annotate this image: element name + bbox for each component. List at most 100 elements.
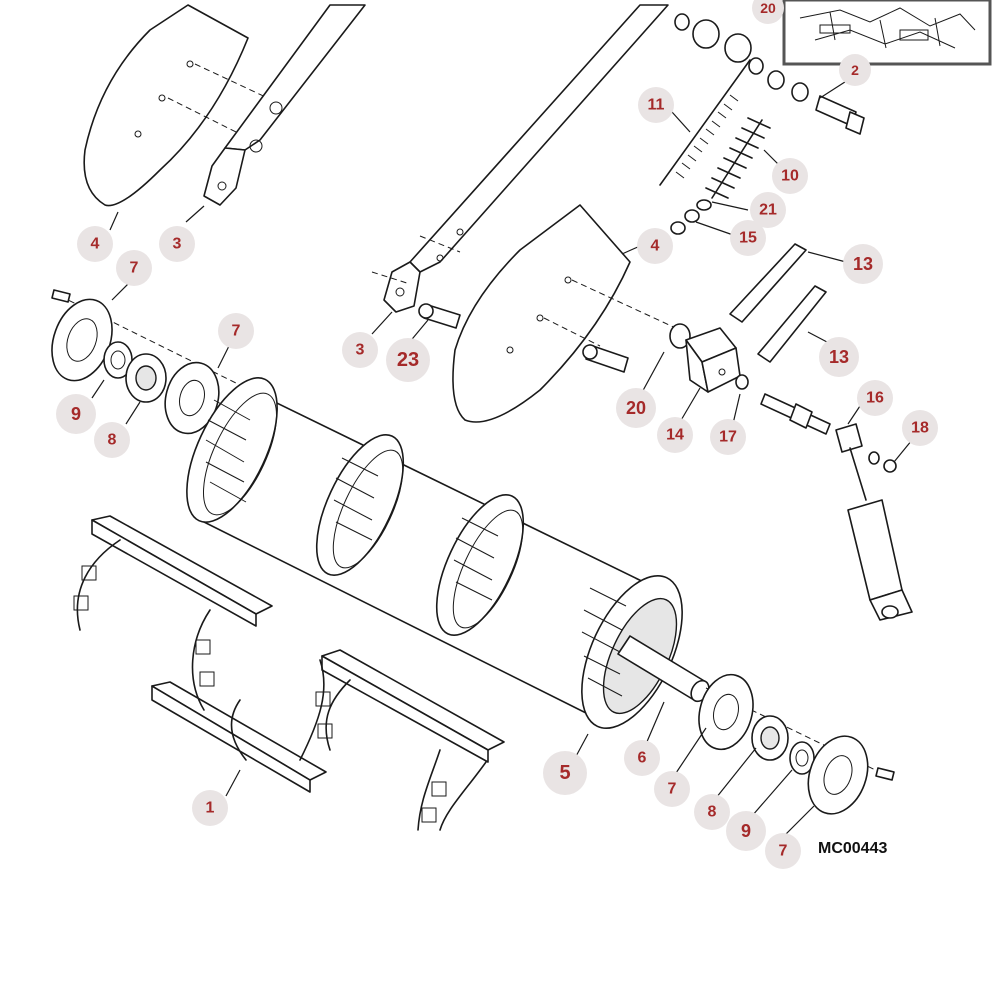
callout-label: 20: [760, 0, 776, 16]
callout-label: 13: [829, 347, 849, 367]
callout-label: 23: [397, 349, 419, 371]
callout-2: 2: [839, 54, 871, 86]
callout-8: 8: [694, 794, 730, 830]
callout-label: 5: [559, 762, 570, 784]
callout-23: 23: [386, 338, 430, 382]
callout-6: 6: [624, 740, 660, 776]
callout-20: 20: [752, 0, 784, 24]
callout-circle: [218, 313, 254, 349]
callout-20: 20: [616, 388, 656, 428]
callout-1: 1: [192, 790, 228, 826]
callout-circle: [710, 419, 746, 455]
callout-label: 13: [853, 254, 873, 274]
compression-spring-10: [705, 117, 771, 199]
deflector-plate-left: [83, 4, 249, 207]
callout-label: 9: [741, 821, 751, 841]
bolt-23: [418, 303, 461, 329]
bolt-left: [51, 289, 71, 303]
callout-label: 16: [866, 390, 884, 407]
callout-label: 3: [173, 236, 182, 253]
bushings-15-21: [670, 199, 712, 235]
callout-circle: [624, 740, 660, 776]
callout-circle: [56, 394, 96, 434]
callout-label: 10: [781, 168, 799, 185]
callout-circle: [694, 794, 730, 830]
callout-circle: [77, 226, 113, 262]
callout-circle: [726, 811, 766, 851]
callout-7: 7: [654, 771, 690, 807]
chain-slat-assembly-1: [73, 515, 505, 831]
inset-thumbnail[interactable]: [782, 0, 992, 66]
callout-label: 3: [356, 342, 365, 359]
callout-17: 17: [710, 419, 746, 455]
collar-right: [789, 741, 815, 775]
callout-7: 7: [116, 250, 152, 286]
deflector-plate-center: [452, 204, 631, 423]
callout-7: 7: [765, 833, 801, 869]
callout-label: 2: [851, 62, 859, 78]
callout-circle: [654, 771, 690, 807]
callout-circle: [116, 250, 152, 286]
callout-label: 4: [91, 236, 100, 253]
callout-label: 7: [232, 323, 241, 340]
callout-circle: [772, 158, 808, 194]
callout-label: 8: [108, 432, 117, 449]
callout-16: 16: [857, 380, 893, 416]
callout-circle: [94, 422, 130, 458]
callout-circle: [819, 337, 859, 377]
callout-circle: [730, 220, 766, 256]
callout-circle: [159, 226, 195, 262]
callout-label: 15: [739, 230, 757, 247]
stud-17: [735, 374, 831, 435]
callout-label: 4: [651, 238, 660, 255]
callout-18: 18: [902, 410, 938, 446]
callout-label: 7: [130, 260, 139, 277]
callout-3: 3: [159, 226, 195, 262]
callout-21: 21: [750, 192, 786, 228]
leader-lines: [91, 79, 913, 837]
spring-rod-11: [659, 59, 751, 186]
callout-circle: [638, 87, 674, 123]
callout-14: 14: [657, 417, 693, 453]
top-hardware: [674, 13, 865, 135]
shock-absorber-16: [835, 423, 913, 621]
callout-7: 7: [218, 313, 254, 349]
callout-9: 9: [726, 811, 766, 851]
link-bar-13-upper: [729, 243, 807, 323]
bolt-plate: [582, 344, 629, 373]
callout-11: 11: [638, 87, 674, 123]
callout-circle: [765, 833, 801, 869]
callout-circle: [342, 332, 378, 368]
callout-circle: [752, 0, 784, 24]
callout-label: 7: [668, 781, 677, 798]
callout-circle: [543, 751, 587, 795]
callout-4: 4: [637, 228, 673, 264]
callout-circle: [839, 54, 871, 86]
callout-label: 1: [206, 800, 215, 817]
bearing-right: [751, 715, 789, 761]
callout-circle: [843, 244, 883, 284]
bearing-left: [125, 353, 167, 403]
callout-13: 13: [843, 244, 883, 284]
callout-label: 17: [719, 429, 737, 446]
callout-label: 11: [648, 97, 665, 114]
callout-label: 7: [779, 843, 788, 860]
callout-circle: [192, 790, 228, 826]
callout-13: 13: [819, 337, 859, 377]
washer-20: [669, 323, 691, 349]
callout-circle: [616, 388, 656, 428]
flange-right-outer: [807, 735, 869, 815]
callout-circle: [857, 380, 893, 416]
callout-circle: [657, 417, 693, 453]
callout-15: 15: [730, 220, 766, 256]
callout-label: 21: [759, 202, 777, 219]
callout-label: 6: [638, 750, 647, 767]
callout-circle: [637, 228, 673, 264]
callout-circle: [386, 338, 430, 382]
pivot-block-14: [685, 327, 741, 393]
callout-label: 8: [708, 804, 717, 821]
figure-code: MC00443: [818, 840, 887, 857]
callout-3: 3: [342, 332, 378, 368]
